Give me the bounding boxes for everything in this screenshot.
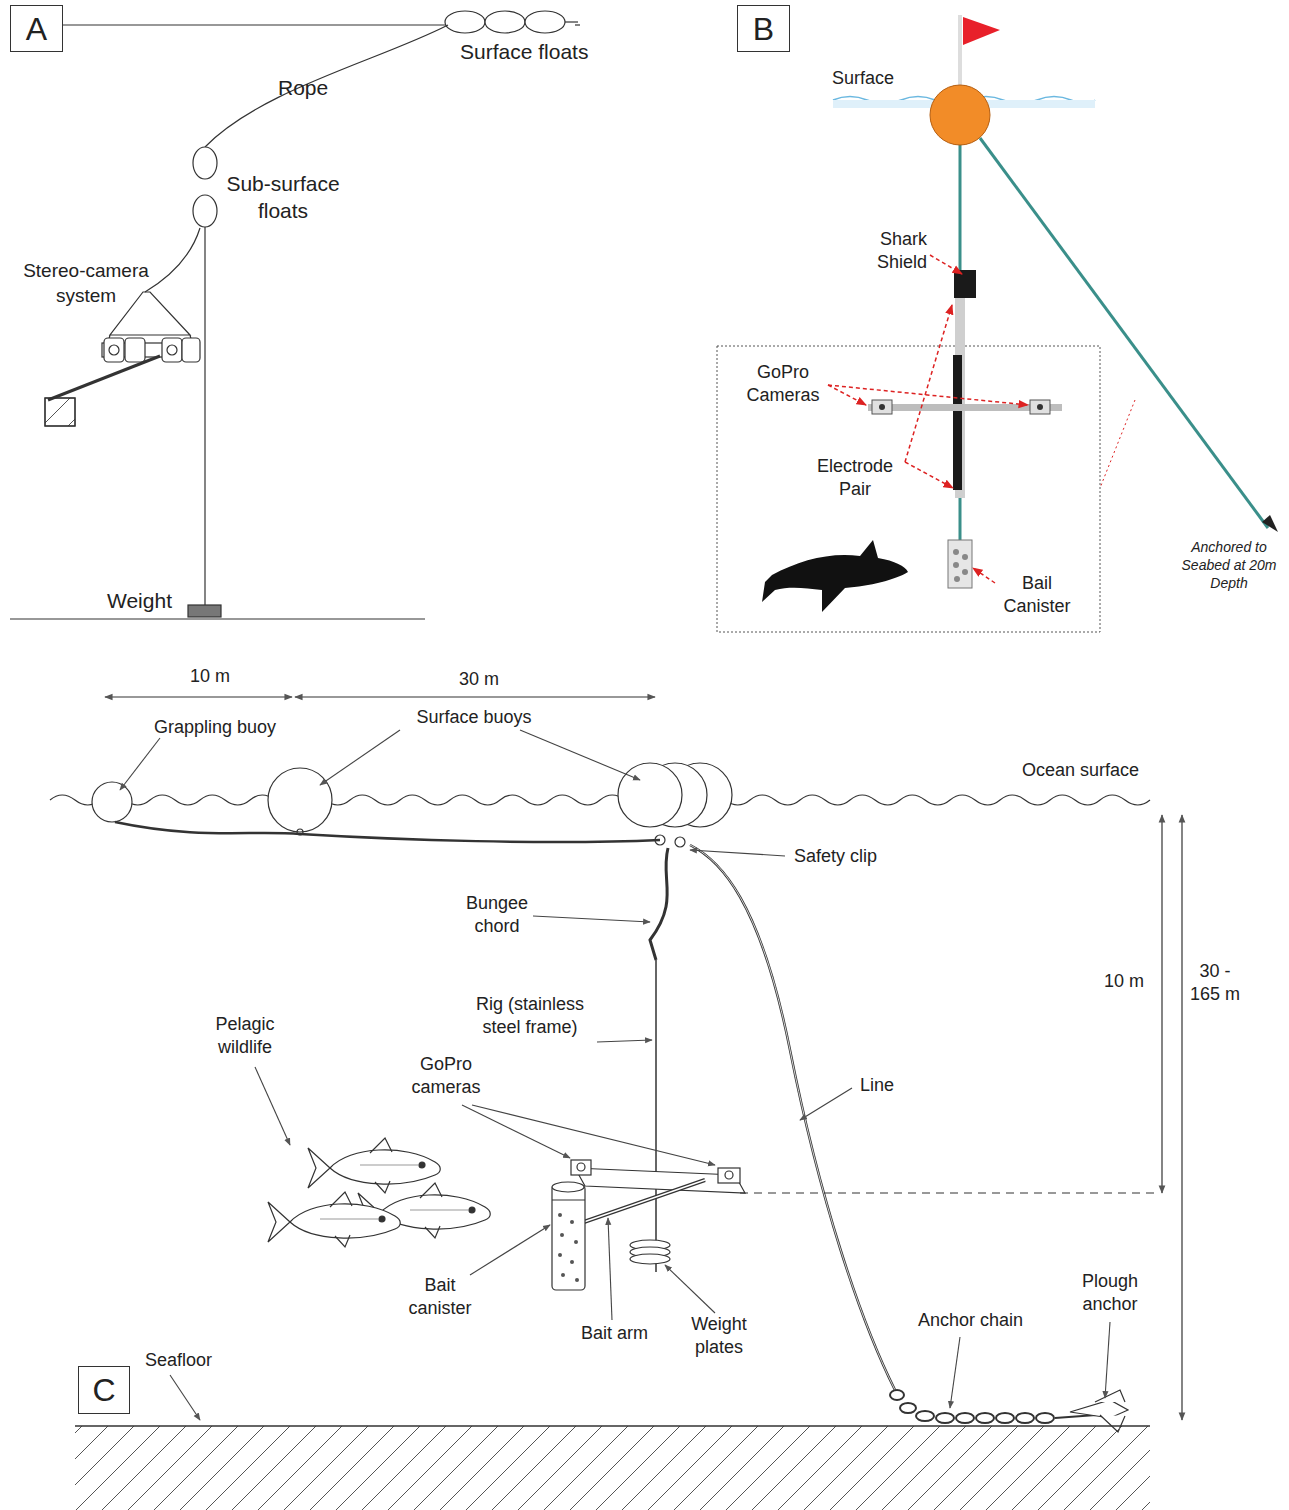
panel-letter-box: C (78, 1366, 130, 1414)
part-label: Grappling buoy (154, 716, 276, 739)
panel-a-drawing (10, 11, 580, 619)
panel-letter: C (92, 1374, 115, 1406)
panel-letter: B (753, 13, 774, 45)
part-label: Bungee chord (457, 892, 537, 939)
part-label: Anchor chain (918, 1309, 1023, 1332)
part-label: Surface (832, 67, 894, 90)
leader-lines (120, 730, 1110, 1420)
part-label: Rig (stainless steel frame) (455, 993, 605, 1040)
part-label: 30 m (459, 668, 499, 691)
part-label: Electrode Pair (808, 455, 903, 502)
part-label: Stereo-camera system (11, 259, 161, 308)
part-label: 10 m (190, 665, 230, 688)
panel-letter-box: B (737, 5, 790, 52)
part-label: Weight plates (679, 1313, 759, 1360)
part-label: 10 m (1104, 970, 1144, 993)
part-label: Anchored to Seabed at 20m Depth (1174, 538, 1284, 593)
part-label: Safety clip (794, 845, 877, 868)
part-label: Seafloor (145, 1349, 212, 1372)
part-label: Bait arm (581, 1322, 648, 1345)
panel-letter: A (26, 13, 47, 45)
part-label: Shark Shield (857, 228, 927, 275)
part-label: Sub-surface floats (218, 170, 348, 225)
part-label: Weight (107, 587, 172, 614)
part-label: Rope (278, 74, 328, 101)
part-label: Bait canister (400, 1274, 480, 1321)
part-label: Pelagic wildlife (205, 1013, 285, 1060)
part-label: Surface buoys (416, 706, 531, 729)
panel-letter-box: A (10, 5, 63, 52)
part-label: Ocean surface (1022, 759, 1139, 782)
part-label: Surface floats (460, 38, 588, 65)
panel-c-drawing (50, 697, 1182, 1510)
part-label: GoPro Cameras (736, 361, 831, 408)
part-label: GoPro cameras (401, 1053, 491, 1100)
part-label: Bail Canister (992, 572, 1082, 619)
part-label: Line (860, 1074, 894, 1097)
part-label: 30 - 165 m (1188, 960, 1243, 1007)
part-label: Plough anchor (1065, 1270, 1155, 1317)
